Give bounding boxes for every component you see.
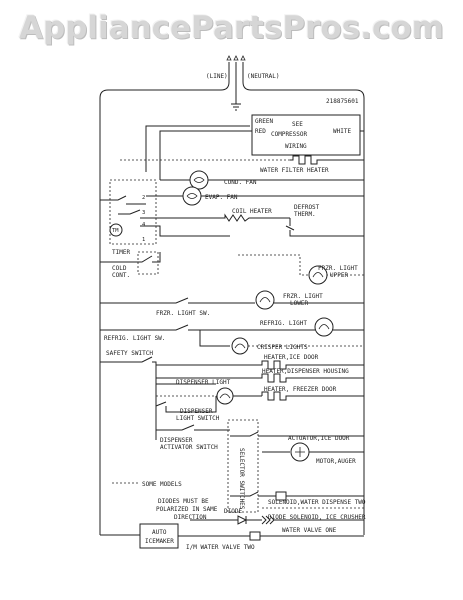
cold-control bbox=[100, 251, 161, 275]
tm-label: TM bbox=[112, 228, 119, 234]
diodes-note-1: DIODES MUST BE bbox=[158, 498, 209, 505]
diodes-note-3: DIRECTION bbox=[174, 514, 207, 521]
cond-fan bbox=[160, 170, 364, 190]
auto-icemaker bbox=[100, 523, 364, 549]
cond-fan-label: COND. FAN bbox=[224, 179, 257, 186]
coil-heater bbox=[160, 213, 364, 237]
frzr-light-upper bbox=[238, 254, 364, 285]
some-models-label: SOME MODELS bbox=[142, 481, 182, 488]
evap-fan bbox=[146, 186, 364, 206]
therm-label: THERM. bbox=[294, 211, 316, 218]
frzr-light-lower-label-1: FRZR. LIGHT bbox=[283, 293, 323, 300]
heater-dispenser-housing bbox=[156, 373, 364, 383]
diodes-note-2: POLARIZED IN SAME bbox=[156, 506, 218, 513]
timer-label: TIMER bbox=[112, 249, 130, 256]
frzr-light-lower bbox=[200, 290, 364, 310]
defrost-label: DEFROST bbox=[294, 204, 320, 211]
crisper-lights-label: CRISPER LIGHTS bbox=[257, 344, 308, 351]
power-plug bbox=[99, 55, 365, 535]
im-water-valve-two-label: I/M WATER VALVE TWO bbox=[186, 544, 255, 551]
safety-switch bbox=[100, 356, 157, 440]
dispenser-light-switch bbox=[155, 384, 217, 413]
timer-block: TM 2 3 4 1 bbox=[100, 179, 230, 245]
red-label: RED bbox=[255, 128, 266, 135]
selector-switches-label: SELECTOR SWITCHES bbox=[238, 448, 245, 510]
diode-label: DIODE bbox=[224, 508, 242, 515]
coil-heater-label: COIL HEATER bbox=[232, 208, 272, 215]
terminal-4: 4 bbox=[142, 222, 145, 228]
frzr-light-lower-label-2: LOWER bbox=[290, 300, 308, 307]
frzr-light-upper-label-2: UPPER bbox=[330, 272, 348, 279]
refrig-light-label: REFRIG. LIGHT bbox=[260, 320, 307, 327]
terminal-2: 2 bbox=[142, 195, 145, 201]
neutral-label: (NEUTRAL) bbox=[247, 73, 280, 80]
water-filter-heater bbox=[120, 155, 364, 165]
frzr-light-switch bbox=[100, 297, 200, 304]
heater-ice-door-label: HEATER,ICE DOOR bbox=[264, 354, 319, 361]
auto-icemaker-label-2: ICEMAKER bbox=[145, 538, 174, 545]
refrig-light bbox=[200, 317, 364, 337]
motor-auger-label: MOTOR,AUGER bbox=[316, 458, 356, 465]
heater-dispenser-housing-label: HEATER,DISPENSER HOUSING bbox=[262, 368, 349, 375]
dispenser-light-switch-label-2: LIGHT SWITCH bbox=[176, 415, 220, 422]
solenoid-water-dispense bbox=[262, 491, 364, 501]
evap-fan-label: EVAP. FAN bbox=[205, 194, 238, 201]
cold-label: COLD bbox=[112, 265, 127, 272]
green-label: GREEN bbox=[255, 118, 273, 125]
cont-label: CONT. bbox=[112, 272, 130, 279]
safety-switch-label: SAFETY SWITCH bbox=[106, 350, 153, 357]
dispenser-activator-label-1: DISPENSER bbox=[160, 437, 193, 444]
dispenser-light bbox=[156, 383, 262, 405]
crisper-lights bbox=[199, 330, 364, 355]
diode-solenoid-label: DIODE SOLENOID, ICE CRUSHER bbox=[268, 514, 366, 521]
terminal-1: 1 bbox=[142, 237, 145, 243]
part-number: 218875601 bbox=[326, 98, 359, 105]
white-label: WHITE bbox=[333, 128, 351, 135]
diode-solenoid bbox=[190, 507, 364, 525]
frzr-light-sw-label: FRZR. LIGHT SW. bbox=[156, 310, 210, 317]
actuator-ice-door-label: ACTUATOR,ICE DOOR bbox=[288, 435, 350, 442]
water-valve-one-label: WATER VALVE ONE bbox=[282, 527, 337, 534]
water-filter-heater-label: WATER FILTER HEATER bbox=[260, 167, 329, 174]
refrig-light-sw-label: REFRIG. LIGHT SW. bbox=[104, 335, 165, 342]
line-label: (LINE) bbox=[206, 73, 228, 80]
compressor-box bbox=[145, 114, 364, 180]
heater-ice-door bbox=[156, 360, 364, 370]
dispenser-activator-label-2: ACTIVATOR SWITCH bbox=[160, 444, 218, 451]
terminal-3: 3 bbox=[142, 210, 145, 216]
selector-switches bbox=[227, 419, 262, 513]
dispenser-activator-switch bbox=[156, 424, 230, 431]
compressor-label: COMPRESSOR bbox=[271, 131, 308, 138]
dispenser-light-switch-label-1: DISPENSER bbox=[180, 408, 213, 415]
watermark-logo: AppliancePartsPros.com bbox=[19, 10, 444, 46]
refrig-light-switch bbox=[100, 324, 200, 331]
heater-freezer-door-label: HEATER, FREEZER DOOR bbox=[264, 386, 337, 393]
solenoid-water-label: SOLENOID,WATER DISPENSE TWO bbox=[268, 499, 366, 506]
wiring-label: WIRING bbox=[285, 143, 307, 150]
motor-auger bbox=[262, 442, 364, 462]
see-label: SEE bbox=[292, 121, 303, 128]
frzr-light-upper-label-1: FRZR. LIGHT bbox=[318, 265, 358, 272]
auto-icemaker-label-1: AUTO bbox=[152, 529, 167, 536]
dispenser-light-label: DISPENSER LIGHT bbox=[176, 379, 231, 386]
